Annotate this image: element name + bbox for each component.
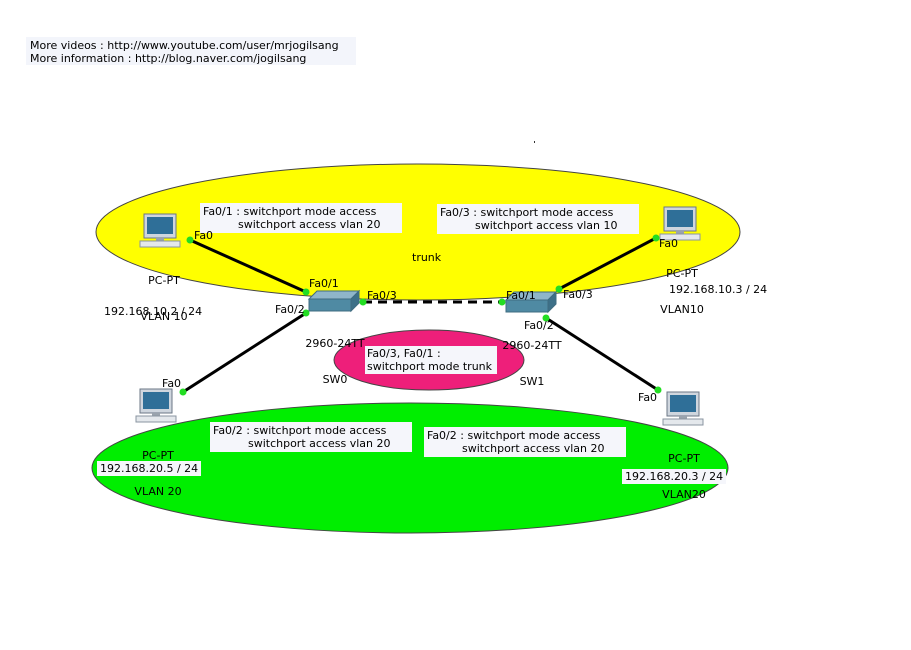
info-line-videos: More videos : http://www.youtube.com/use…	[30, 39, 339, 52]
port-label-pc1: Fa0	[194, 229, 214, 242]
trunk-label: trunk	[412, 251, 442, 264]
device-type: PC-PT	[148, 274, 180, 287]
port-dot	[542, 314, 550, 322]
port-label-sw1-fa01: Fa0/1	[506, 289, 536, 302]
device-name: VLAN 20	[134, 485, 182, 498]
info-box: More videos : http://www.youtube.com/use…	[26, 37, 356, 65]
ip-pc4: 192.168.20.3 / 24	[622, 469, 727, 484]
device-type: PC-PT	[142, 449, 174, 462]
sw1-label: 2960-24TT SW1	[497, 316, 567, 400]
port-dot	[179, 388, 187, 396]
pc-icon[interactable]	[139, 213, 181, 248]
link-pc3-sw0[interactable]	[182, 311, 307, 394]
port-label-sw0-fa03: Fa0/3	[367, 289, 397, 302]
switch-icon[interactable]	[504, 290, 558, 314]
stray-dot	[534, 141, 535, 143]
device-name: SW1	[519, 375, 545, 388]
port-dot	[652, 234, 660, 242]
note-sw0-fa01: Fa0/1 : switchport mode access switchpor…	[200, 203, 402, 233]
port-dot	[654, 386, 662, 394]
port-label-sw0-fa01: Fa0/1	[309, 277, 339, 290]
device-model: 2960-24TT	[305, 337, 365, 350]
vlan10-zone[interactable]	[95, 163, 741, 301]
pc2-label: PC-PT VLAN10	[652, 244, 712, 328]
port-dot	[498, 298, 506, 306]
pc-icon[interactable]	[135, 388, 177, 423]
device-name: VLAN 10	[140, 310, 188, 323]
note-trunk: Fa0/3, Fa0/1 : switchport mode trunk	[365, 346, 497, 374]
device-model: 2960-24TT	[502, 339, 562, 352]
note-sw1-fa03: Fa0/3 : switchport mode access switchpor…	[437, 204, 639, 234]
port-label-sw1-fa02: Fa0/2	[524, 319, 554, 332]
pc1-label: PC-PT VLAN 10	[134, 251, 194, 335]
port-label-pc2: Fa0	[659, 237, 679, 250]
port-label-sw0-fa02: Fa0/2	[275, 303, 305, 316]
switch-icon[interactable]	[307, 289, 361, 313]
link-pc1-sw0[interactable]	[189, 238, 307, 294]
device-name: VLAN20	[662, 488, 706, 501]
device-type: PC-PT	[666, 267, 698, 280]
sw0-label: 2960-24TT SW0	[300, 314, 370, 398]
ip-pc2: 192.168.10.3 / 24	[669, 283, 768, 296]
info-line-information: More information : http://blog.naver.com…	[30, 52, 307, 65]
port-dot	[359, 298, 367, 306]
note-sw0-fa02: Fa0/2 : switchport mode access switchpor…	[210, 422, 412, 452]
port-label-pc4: Fa0	[638, 391, 658, 404]
port-dot	[186, 236, 194, 244]
port-dot	[302, 288, 310, 296]
pc-icon[interactable]	[659, 206, 701, 241]
link-sw1-pc2[interactable]	[558, 236, 657, 291]
port-label-sw1-fa03: Fa0/3	[563, 288, 593, 301]
port-dot	[555, 285, 563, 293]
link-sw1-pc4[interactable]	[545, 316, 659, 392]
ip-pc1: 192.168.10.2 / 24	[104, 305, 203, 318]
ip-pc3: 192.168.20.5 / 24	[97, 461, 202, 476]
device-type: PC-PT	[668, 452, 700, 465]
port-label-pc3: Fa0	[162, 377, 182, 390]
pc4-label: PC-PT VLAN20	[654, 429, 714, 513]
device-name: VLAN10	[660, 303, 704, 316]
device-name: SW0	[322, 373, 348, 386]
note-sw1-fa02: Fa0/2 : switchport mode access switchpor…	[424, 427, 626, 457]
pc-icon[interactable]	[662, 391, 704, 426]
port-dot	[302, 309, 310, 317]
pc3-label: PC-PT VLAN 20	[128, 426, 188, 510]
